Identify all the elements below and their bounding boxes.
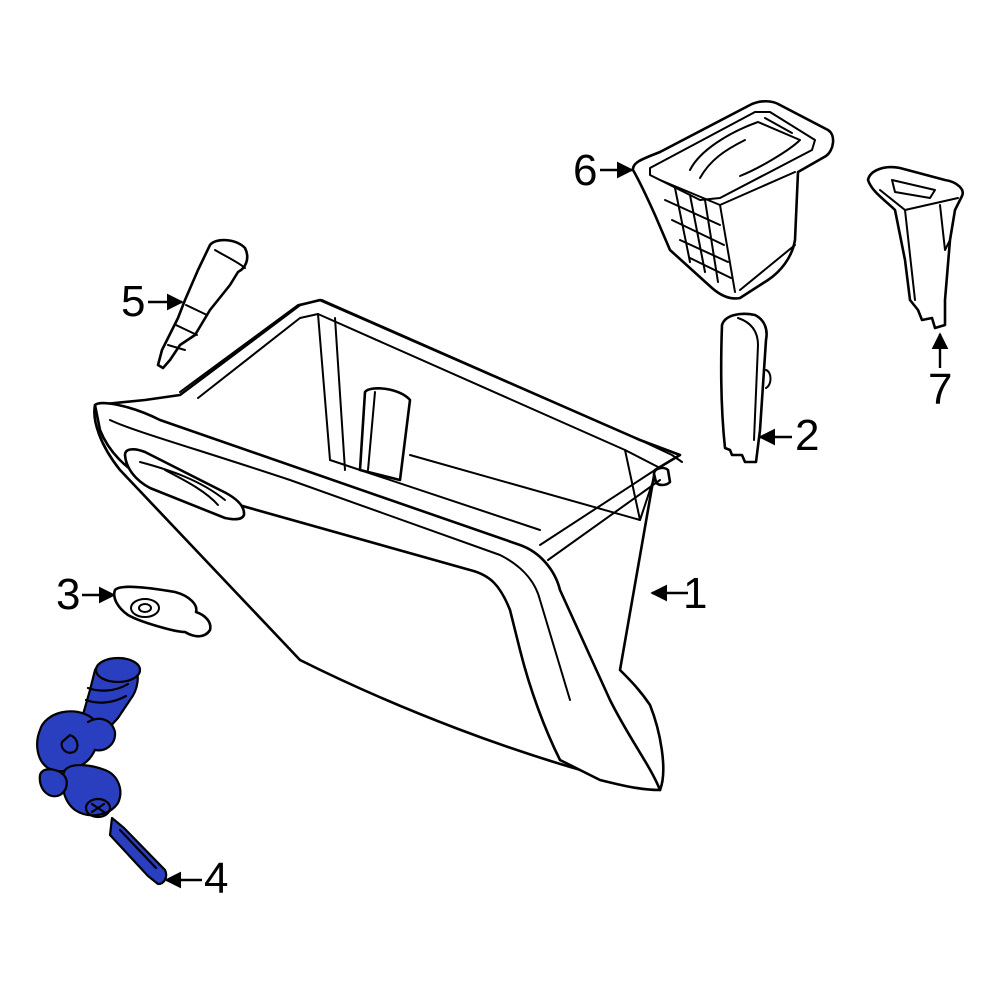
callout-label-3: 3: [56, 570, 80, 619]
callout-7: 7: [928, 332, 952, 414]
lock-bezel-part[interactable]: [112, 585, 212, 638]
callout-5: 5: [121, 277, 184, 326]
callout-label-7: 7: [928, 365, 952, 414]
compartment-insert-part[interactable]: [631, 99, 835, 300]
callout-label-4: 4: [204, 854, 228, 903]
glove-box-part[interactable]: [93, 298, 683, 792]
callout-3: 3: [56, 570, 116, 619]
callout-label-2: 2: [795, 411, 819, 460]
side-trim-bracket-part[interactable]: [866, 165, 964, 330]
callout-1: 1: [650, 569, 707, 618]
lock-cylinder-with-keys-part[interactable]: [36, 656, 168, 886]
callout-label-5: 5: [121, 277, 145, 326]
callout-6: 6: [573, 146, 634, 195]
hinge-pin-part[interactable]: [156, 238, 249, 370]
callout-label-6: 6: [573, 146, 597, 195]
callout-2: 2: [758, 411, 819, 460]
latch-bracket-part[interactable]: [719, 312, 772, 464]
callout-4: 4: [164, 854, 228, 903]
